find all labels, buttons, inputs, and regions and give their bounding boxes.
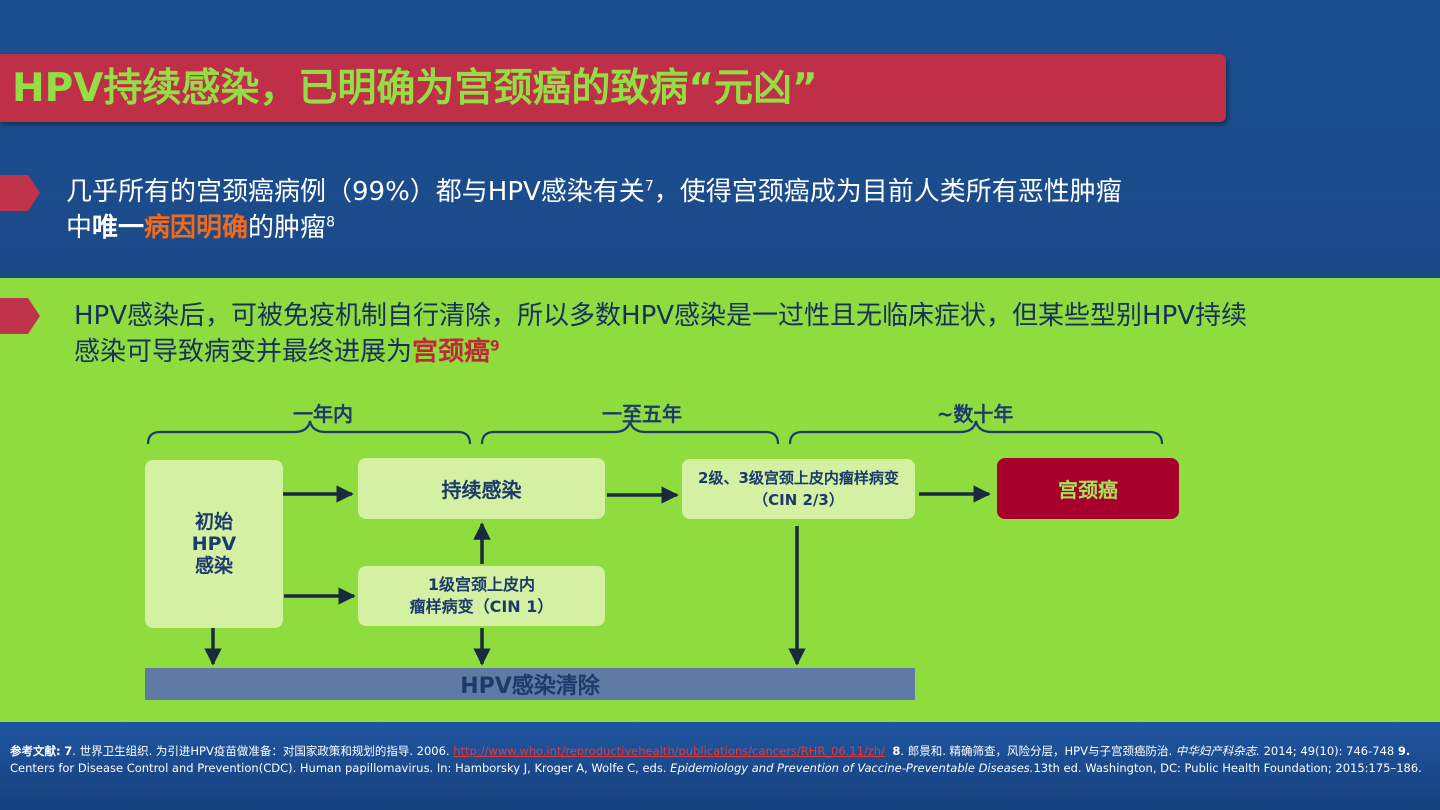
cin1-box: 1级宫颈上皮内 瘤样病变（CIN 1） bbox=[358, 566, 605, 626]
footer-band bbox=[0, 722, 1440, 810]
brace-1 bbox=[146, 420, 472, 445]
bullet-arrow-icon bbox=[0, 298, 40, 334]
bullet-1-line-2: 中唯一病因明确的肿瘤8 bbox=[66, 213, 335, 243]
hpv-clearance-bar: HPV感染清除 bbox=[145, 668, 915, 700]
brace-3 bbox=[788, 420, 1164, 445]
references: 参考文献: 7. 世界卫生组织. 为引进HPV疫苗做准备：对国家政策和规划的指导… bbox=[10, 744, 1422, 775]
stage-label-2: 一至五年 bbox=[602, 402, 682, 426]
brace-2 bbox=[480, 420, 780, 445]
stage-label-1: 一年内 bbox=[293, 402, 353, 426]
page-title: HPV持续感染，已明确为宫颈癌的致病“元凶” bbox=[12, 66, 818, 111]
timeline-braces bbox=[146, 420, 1164, 445]
title-bar bbox=[0, 54, 1226, 122]
bullet-2: HPV感染后，可被免疫机制自行清除，所以多数HPV感染是一过性且无临床症状，但某… bbox=[74, 298, 1247, 370]
initial-infection-box: 初始 HPV 感染 bbox=[145, 460, 283, 628]
reference-link[interactable]: http://www.who.int/reproductivehealth/pu… bbox=[453, 744, 886, 758]
bullet-2-line-1: HPV感染后，可被免疫机制自行清除，所以多数HPV感染是一过性且无临床症状，但某… bbox=[74, 301, 1248, 331]
bullet-2-line-2: 感染可导致病变并最终进展为宫颈癌9 bbox=[74, 337, 500, 367]
persistent-infection-box: 持续感染 bbox=[358, 458, 605, 519]
cervical-cancer-box: 宫颈癌 bbox=[997, 458, 1179, 519]
bullet-arrow-icon bbox=[0, 175, 40, 211]
bullet-1-line-1: 几乎所有的宫颈癌病例（99%）都与HPV感染有关7，使得宫颈癌成为目前人类所有恶… bbox=[66, 177, 1122, 207]
header-band bbox=[0, 0, 1440, 278]
bullet-1: 几乎所有的宫颈癌病例（99%）都与HPV感染有关7，使得宫颈癌成为目前人类所有恶… bbox=[66, 174, 1122, 246]
cin23-box: 2级、3级宫颈上皮内瘤样病变 （CIN 2/3） bbox=[682, 459, 915, 519]
